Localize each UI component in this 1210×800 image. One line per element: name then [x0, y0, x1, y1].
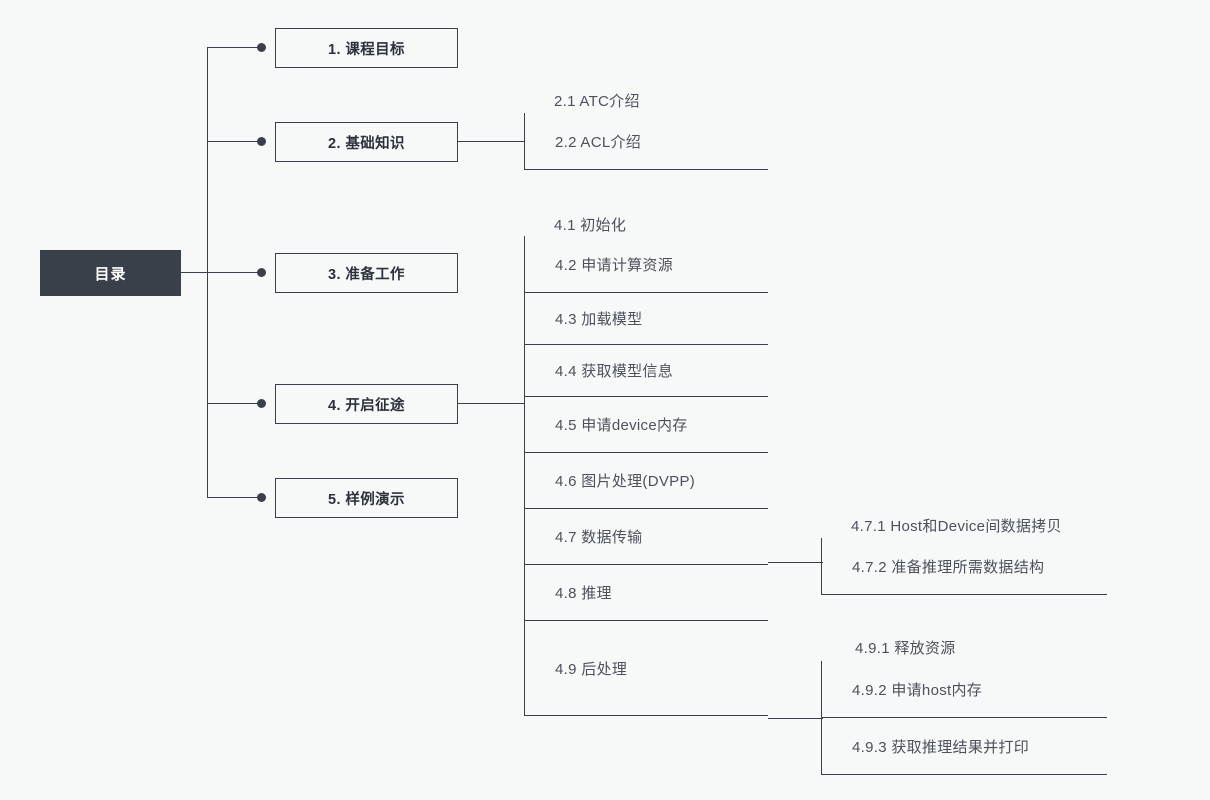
- connector-4-7-to-group: [768, 562, 823, 563]
- sub-item-4-8-label: 4.8 推理: [555, 585, 612, 602]
- branch-dot-4: [257, 399, 266, 408]
- sub-item-4-6[interactable]: 4.6 图片处理(DVPP): [525, 453, 768, 509]
- sub-item-4-9-label: 4.9 后处理: [555, 660, 628, 678]
- l1-box-4[interactable]: 4. 开启征途: [275, 384, 458, 424]
- l1-box-3[interactable]: 3. 准备工作: [275, 253, 458, 293]
- branch-dot-5: [257, 493, 266, 502]
- branch-dot-2: [257, 137, 266, 146]
- sub-item-4-9-3[interactable]: 4.9.3 获取推理结果并打印: [822, 718, 1107, 775]
- sub-item-2-2[interactable]: 2.2 ACL介绍: [525, 113, 768, 170]
- connector-trunk-to-l1-4: [207, 403, 263, 404]
- branch-dot-3: [257, 268, 266, 277]
- sub-item-4-5[interactable]: 4.5 申请device内存: [525, 397, 768, 453]
- sub-item-4-7[interactable]: 4.7 数据传输: [525, 509, 768, 565]
- sub-item-4-2[interactable]: 4.2 申请计算资源: [525, 236, 768, 293]
- sub-item-4-2-label: 4.2 申请计算资源: [555, 256, 674, 274]
- sub-item-4-9-2[interactable]: 4.9.2 申请host内存: [822, 661, 1107, 718]
- l1-box-2[interactable]: 2. 基础知识: [275, 122, 458, 162]
- l1-box-5[interactable]: 5. 样例演示: [275, 478, 458, 518]
- sub-item-2-2-label: 2.2 ACL介绍: [555, 133, 642, 151]
- chapter4-subgroup: 4.2 申请计算资源 4.3 加载模型 4.4 获取模型信息 4.5 申请dev…: [524, 236, 768, 716]
- sub-item-4-6-label: 4.6 图片处理(DVPP): [555, 473, 696, 490]
- sub-item-4-9-2-label: 4.9.2 申请host内存: [852, 681, 983, 699]
- section49-subgroup: 4.9.2 申请host内存 4.9.3 获取推理结果并打印: [821, 661, 1107, 775]
- sub-item-4-8[interactable]: 4.8 推理: [525, 565, 768, 621]
- connector-l1-2-to-group: [458, 141, 525, 142]
- sub-item-4-9-1-label[interactable]: 4.9.1 释放资源: [855, 640, 956, 657]
- sub-item-4-3[interactable]: 4.3 加载模型: [525, 293, 768, 345]
- sub-item-4-7-2[interactable]: 4.7.2 准备推理所需数据结构: [822, 538, 1107, 595]
- connector-trunk-to-l1-1: [207, 47, 263, 48]
- connector-trunk-to-l1-3: [207, 272, 263, 273]
- connector-l1-4-to-group: [458, 403, 525, 404]
- root-node[interactable]: 目录: [40, 250, 181, 296]
- sub-item-2-1-label[interactable]: 2.1 ATC介绍: [554, 93, 640, 110]
- l1-box-1[interactable]: 1. 课程目标: [275, 28, 458, 68]
- sub-item-4-4[interactable]: 4.4 获取模型信息: [525, 345, 768, 397]
- sub-item-4-7-1-label[interactable]: 4.7.1 Host和Device间数据拷贝: [851, 518, 1062, 535]
- sub-item-4-5-label: 4.5 申请device内存: [555, 417, 688, 434]
- connector-trunk-to-l1-2: [207, 141, 263, 142]
- sub-item-4-7-2-label: 4.7.2 准备推理所需数据结构: [852, 558, 1045, 576]
- branch-dot-1: [257, 43, 266, 52]
- sub-item-4-4-label: 4.4 获取模型信息: [555, 363, 674, 380]
- connector-trunk-to-l1-5: [207, 497, 263, 498]
- sub-item-4-3-label: 4.3 加载模型: [555, 311, 643, 328]
- sub-item-4-1-label[interactable]: 4.1 初始化: [554, 217, 627, 234]
- sub-item-4-9[interactable]: 4.9 后处理: [525, 621, 768, 716]
- chapter2-subgroup: 2.2 ACL介绍: [524, 113, 768, 170]
- sub-item-4-9-3-label: 4.9.3 获取推理结果并打印: [852, 738, 1030, 756]
- section47-subgroup: 4.7.2 准备推理所需数据结构: [821, 538, 1107, 595]
- sub-item-4-7-label: 4.7 数据传输: [555, 529, 643, 546]
- connector-4-9-to-group: [768, 718, 823, 719]
